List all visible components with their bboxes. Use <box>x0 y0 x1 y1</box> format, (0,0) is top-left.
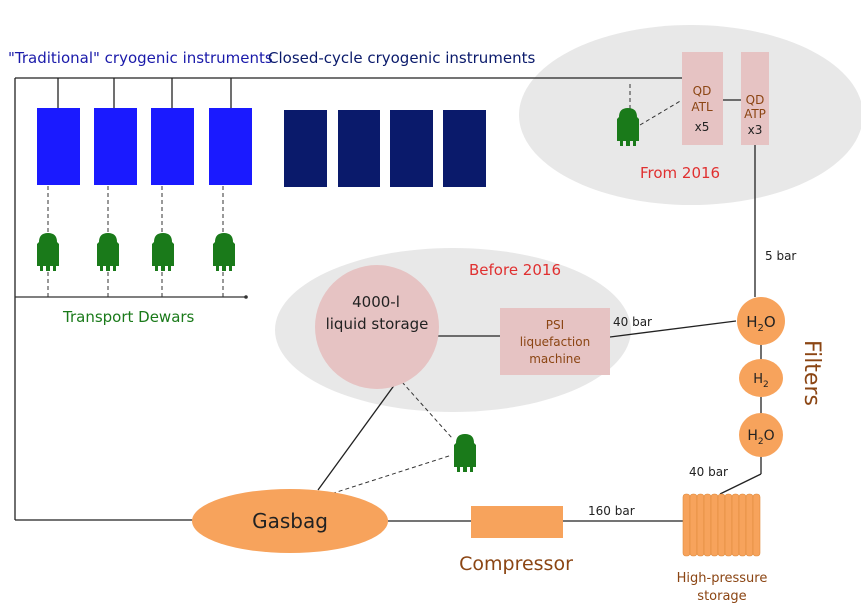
high-pressure-storage <box>682 493 761 557</box>
qd-atp-line: ATP <box>744 107 766 121</box>
closed-cycle-instrument <box>390 110 433 187</box>
pipe-lines <box>14 77 762 522</box>
traditional-instrument <box>209 108 252 185</box>
pressure-5-bar: 5 bar <box>765 249 796 263</box>
dewar-icon <box>454 434 476 472</box>
psi-label-line: machine <box>529 352 581 366</box>
before-2016-label: Before 2016 <box>469 261 561 279</box>
pressure-160-bar: 160 bar <box>588 504 635 518</box>
compressor <box>471 506 563 538</box>
filter-h2 <box>739 359 783 397</box>
qd-atp-box <box>741 52 769 145</box>
gasbag <box>192 489 388 553</box>
high-pressure-label-line: High-pressure <box>677 571 768 586</box>
closed-cycle-instrument <box>284 110 327 187</box>
filters-label: Filters <box>799 340 824 406</box>
storage-label-line: liquid storage <box>326 315 429 333</box>
qd-atp-line: QD <box>746 93 765 107</box>
pressure-40-bar-psi: 40 bar <box>613 315 652 329</box>
dewar-icon <box>97 233 119 271</box>
qd-atl-count: x5 <box>695 120 710 134</box>
closed-cycle-instrument <box>443 110 486 187</box>
filter-h2o-bottom-label: H2O <box>747 428 774 447</box>
pressure-40-bar-storage: 40 bar <box>689 465 728 479</box>
filter-h2o-bottom <box>739 413 783 457</box>
dewar-icon <box>152 233 174 271</box>
storage-label-line: 4000-l <box>352 293 400 311</box>
dewar-icon <box>617 108 639 146</box>
gasbag-label: Gasbag <box>252 509 328 533</box>
psi-label-line: liquefaction <box>520 335 590 349</box>
psi-label-line: PSI <box>546 318 564 332</box>
liquid-storage-tank <box>315 265 439 389</box>
dewar-icon <box>37 233 59 271</box>
qd-atp-count: x3 <box>748 123 763 137</box>
traditional-instrument <box>94 108 137 185</box>
psi-liquefaction-machine <box>500 308 610 375</box>
traditional-header: "Traditional" cryogenic instruments <box>8 49 273 67</box>
traditional-instrument <box>37 108 80 185</box>
filter-h2o-top-label: H2O <box>746 313 775 334</box>
high-pressure-label-line: storage <box>697 589 746 604</box>
filter-h2-label: H2 <box>753 372 769 390</box>
closed-cycle-header: Closed-cycle cryogenic instruments <box>268 49 536 67</box>
dashed-links <box>47 84 683 501</box>
qd-atl-box <box>682 52 723 145</box>
compressor-label: Compressor <box>459 553 573 575</box>
from-2016-label: From 2016 <box>640 164 720 182</box>
qd-atl-line: QD <box>693 84 712 98</box>
traditional-instrument <box>151 108 194 185</box>
closed-cycle-instrument <box>338 110 380 187</box>
qd-atl-line: ATL <box>691 100 713 114</box>
transport-dewars-label: Transport Dewars <box>62 308 195 326</box>
filter-h2o-top <box>737 297 785 345</box>
dewar-icon <box>213 233 235 271</box>
